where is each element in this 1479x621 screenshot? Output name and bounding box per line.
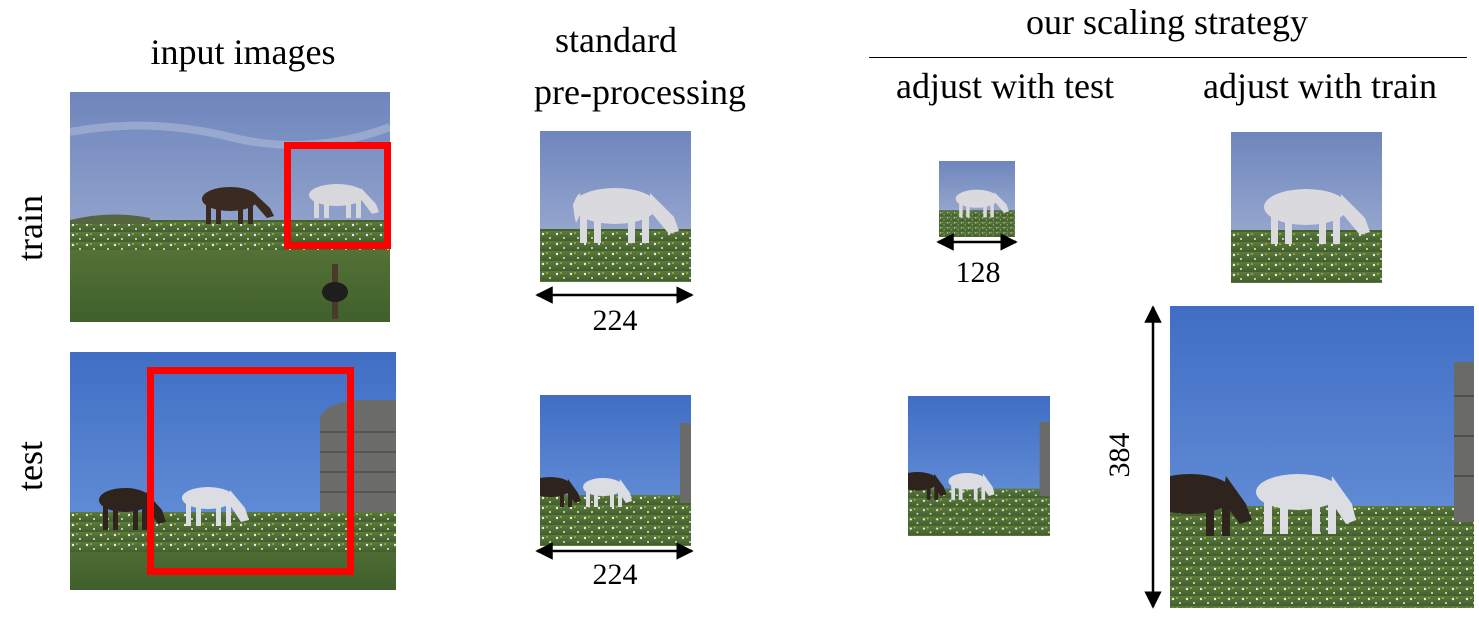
header-divider	[869, 57, 1467, 58]
train-input-image	[70, 92, 390, 322]
test-crop-box	[147, 367, 354, 575]
adjust-test-train-crop	[939, 161, 1015, 237]
standard-train-crop	[540, 131, 691, 282]
adjust-train-test-crop	[1170, 306, 1474, 608]
header-standard-line1: standard	[555, 20, 677, 60]
header-adjust-test: adjust with test	[896, 66, 1114, 106]
dim-standard-train: 224	[592, 304, 638, 337]
dim-adjust-test: 128	[955, 256, 1001, 289]
header-our-strategy: our scaling strategy	[1026, 2, 1308, 42]
adjust-train-train-crop	[1231, 132, 1382, 283]
dim-standard-test: 224	[592, 558, 638, 591]
test-input-image	[70, 352, 396, 590]
dim-adjust-train: 384	[1103, 432, 1136, 478]
header-standard-line2: pre-processing	[534, 72, 746, 112]
header-input-images: input images	[150, 32, 336, 72]
adjust-test-test-crop	[908, 396, 1050, 536]
standard-test-crop	[540, 395, 691, 546]
header-adjust-train: adjust with train	[1203, 66, 1437, 106]
train-crop-box	[284, 142, 391, 249]
